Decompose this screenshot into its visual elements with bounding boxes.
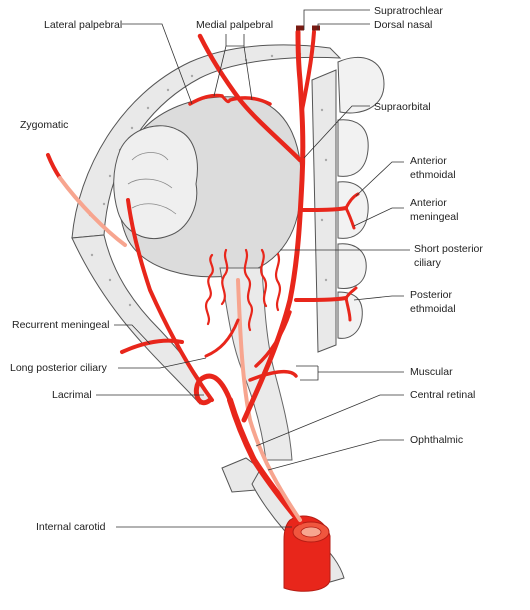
label-recurrent-meningeal: Recurrent meningeal	[12, 319, 109, 331]
recurrent-meningeal-artery	[120, 338, 184, 354]
label-anterior-ethmoidal-line1: Anterior	[410, 155, 447, 167]
label-long-posterior-ciliary: Long posterior ciliary	[10, 362, 108, 374]
label-muscular: Muscular	[410, 366, 453, 378]
zygomatic-artery	[46, 153, 127, 247]
label-posterior-ethmoidal-line1: Posterior	[410, 289, 453, 301]
labels: Lateral palpebral Medial palpebral Supra…	[10, 5, 483, 533]
ophthalmic-main-course-medial	[241, 29, 316, 423]
label-anterior-meningeal-line2: meningeal	[410, 211, 458, 223]
supraorbital-artery	[197, 33, 303, 163]
label-zygomatic: Zygomatic	[20, 119, 68, 131]
internal-carotid-artery	[283, 515, 331, 592]
short-posterior-ciliary-arteries	[204, 248, 282, 332]
label-posterior-ethmoidal-line2: ethmoidal	[410, 303, 456, 315]
ethmoid-air-cells	[337, 56, 385, 339]
label-ophthalmic: Ophthalmic	[410, 434, 463, 446]
label-short-posterior-ciliary-line2: ciliary	[414, 257, 442, 269]
label-lateral-palpebral: Lateral palpebral	[44, 19, 122, 31]
label-internal-carotid: Internal carotid	[36, 521, 106, 533]
label-dorsal-nasal: Dorsal nasal	[374, 19, 432, 31]
label-supraorbital: Supraorbital	[374, 101, 431, 113]
label-lacrimal: Lacrimal	[52, 389, 92, 401]
long-posterior-ciliary-artery	[204, 318, 240, 358]
label-anterior-ethmoidal-line2: ethmoidal	[410, 169, 456, 181]
palpebral-arteries	[188, 93, 272, 106]
label-short-posterior-ciliary-line1: Short posterior	[414, 243, 483, 255]
ethmoidal-arteries	[294, 192, 360, 322]
label-central-retinal: Central retinal	[410, 389, 475, 401]
label-anterior-meningeal-line1: Anterior	[410, 197, 447, 209]
leader-lines	[96, 9, 410, 528]
lacrimal-gland	[113, 125, 198, 240]
label-medial-palpebral: Medial palpebral	[196, 19, 273, 31]
label-supratrochlear: Supratrochlear	[374, 5, 443, 17]
lacrimal-artery	[126, 198, 214, 402]
